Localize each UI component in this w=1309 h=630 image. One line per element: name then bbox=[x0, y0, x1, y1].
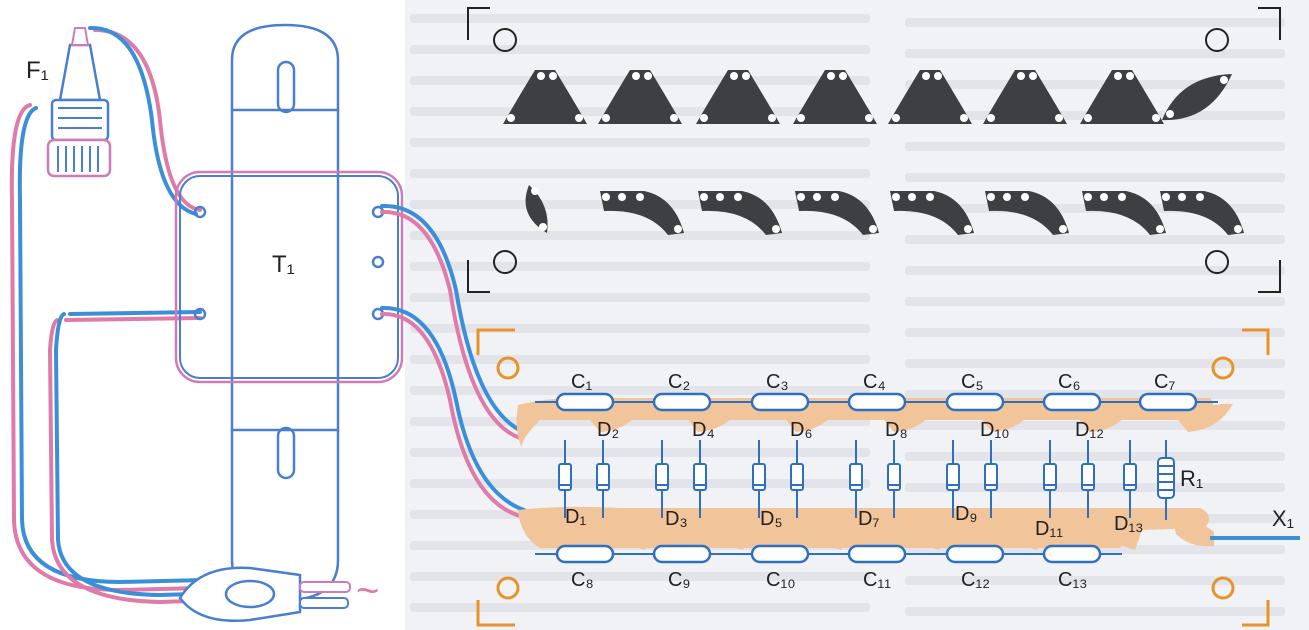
fuse-holder: F₁ bbox=[26, 27, 112, 178]
diode-label: D₆ bbox=[790, 419, 813, 441]
transformer-label: T₁ bbox=[272, 251, 295, 278]
capacitor-bottom bbox=[847, 544, 907, 564]
pcb-film-artwork bbox=[467, 7, 1281, 293]
capacitor-label: C₁ bbox=[571, 371, 592, 393]
film-pattern-top bbox=[888, 70, 972, 124]
capacitor-bottom bbox=[652, 544, 712, 564]
diode-label: D₂ bbox=[597, 419, 619, 441]
capacitor-label: C₉ bbox=[668, 569, 690, 591]
capacitor-bottom bbox=[945, 544, 1005, 564]
capacitor-label: C₇ bbox=[1154, 371, 1175, 393]
diode bbox=[1043, 463, 1057, 491]
capacitor-label: C₁₃ bbox=[1058, 569, 1087, 591]
diode bbox=[887, 463, 901, 491]
film-pattern-bottom bbox=[1082, 191, 1166, 235]
diode-label: D₁₁ bbox=[1035, 518, 1063, 540]
capacitor-label: C₁₀ bbox=[766, 569, 796, 591]
film-pattern-top bbox=[793, 70, 877, 124]
diode bbox=[1081, 463, 1095, 491]
diode-label: D₅ bbox=[760, 508, 783, 530]
film-pattern-bottom bbox=[985, 191, 1069, 235]
capacitor-top bbox=[750, 392, 810, 412]
diode bbox=[693, 463, 707, 491]
diode bbox=[655, 463, 669, 491]
mains-cable bbox=[9, 25, 227, 605]
capacitor-label: C₃ bbox=[766, 371, 789, 393]
film-pattern-top bbox=[598, 70, 682, 124]
film-pattern-bottom bbox=[525, 185, 548, 233]
film-pattern-bottom bbox=[795, 191, 879, 235]
diode bbox=[790, 463, 804, 491]
film-pattern-bottom bbox=[1160, 191, 1244, 235]
output-label: X₁ bbox=[1272, 506, 1294, 531]
diode-label: D₁₀ bbox=[980, 419, 1010, 441]
capacitor-top bbox=[555, 392, 615, 412]
capacitor-bottom bbox=[1042, 544, 1102, 564]
diode bbox=[849, 463, 863, 491]
diode bbox=[558, 463, 572, 491]
diode-label: D₁ bbox=[565, 506, 586, 528]
diode-label: D₁₃ bbox=[1114, 513, 1143, 535]
capacitor-bottom bbox=[750, 544, 810, 564]
power-section: F₁ T₁ bbox=[9, 23, 526, 622]
capacitor-top bbox=[945, 392, 1005, 412]
diode bbox=[596, 463, 610, 491]
capacitor-label: C₁₁ bbox=[863, 569, 891, 591]
diode-label: D₇ bbox=[858, 508, 879, 530]
film-pattern-top bbox=[1080, 70, 1164, 124]
diode bbox=[946, 463, 960, 491]
diode bbox=[984, 463, 998, 491]
diode bbox=[1123, 463, 1137, 491]
capacitor-bottom bbox=[555, 544, 615, 564]
capacitor-label: C₁₂ bbox=[961, 569, 990, 591]
capacitor-top bbox=[652, 392, 712, 412]
resistor-label: R₁ bbox=[1180, 466, 1203, 491]
film-pattern-bottom bbox=[600, 191, 684, 235]
capacitor-label: C₆ bbox=[1058, 371, 1081, 393]
diode-label: D₈ bbox=[885, 419, 908, 441]
capacitor-label: C₂ bbox=[668, 371, 690, 393]
mains-plug: ~ bbox=[178, 566, 379, 622]
film-pattern-top bbox=[1162, 74, 1232, 121]
transformer: T₁ bbox=[174, 23, 404, 602]
diode bbox=[752, 463, 766, 491]
pcb-assembly: C₁ C₂ C₃ C₄ C₅ C₆ C₇ C₈ C₉ C₁₀ C₁₁ C₁₂ C₁₃ D₂ D₄ D₆ D₈ D₁… bbox=[476, 328, 1300, 627]
capacitor-top bbox=[847, 392, 907, 412]
film-pattern-bottom bbox=[698, 191, 782, 235]
film-pattern-top bbox=[696, 70, 780, 124]
secondary-wires bbox=[380, 203, 526, 518]
capacitor-label: C₈ bbox=[571, 569, 594, 591]
fuse-label: F₁ bbox=[26, 57, 49, 84]
diode-label: D₃ bbox=[665, 508, 688, 530]
capacitor-label: C₅ bbox=[961, 371, 984, 393]
capacitor-top bbox=[1042, 392, 1102, 412]
diode-label: D₉ bbox=[955, 503, 977, 525]
film-pattern-top bbox=[983, 70, 1067, 124]
film-pattern-bottom bbox=[890, 191, 974, 235]
film-pattern-top bbox=[503, 70, 587, 124]
capacitor-top bbox=[1138, 392, 1198, 412]
diode-label: D₄ bbox=[692, 419, 715, 441]
capacitor-label: C₄ bbox=[863, 371, 886, 393]
resistor-r1: R₁ bbox=[1157, 440, 1203, 520]
ac-symbol: ~ bbox=[356, 569, 379, 613]
diode-label: D₁₂ bbox=[1075, 419, 1104, 441]
